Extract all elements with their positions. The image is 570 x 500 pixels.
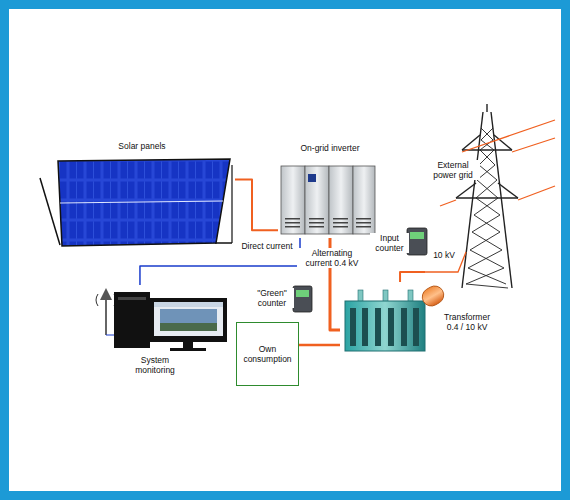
consumption-box: Own consumption xyxy=(236,322,299,386)
node-label: System monitoring xyxy=(123,355,187,375)
node-label: "Green" counter xyxy=(250,288,294,308)
power-tower xyxy=(456,104,518,288)
wire-connector xyxy=(235,180,278,231)
wire-label: 10 kV xyxy=(428,250,460,260)
transformer-symbol xyxy=(345,283,447,351)
power-grid-group: External power grid xyxy=(425,100,525,292)
meter-symbol xyxy=(293,286,312,312)
monitoring-group: System monitoring xyxy=(95,285,230,378)
inverter-cabinet xyxy=(281,166,375,234)
node-label: Own consumption xyxy=(237,342,298,366)
transformer-group: Transformer 0.4 / 10 kV xyxy=(340,282,530,358)
node-label: On-grid inverter xyxy=(283,143,377,153)
computer xyxy=(96,288,227,351)
wire-label: Alternating current 0.4 kV xyxy=(297,248,367,268)
meter-group: Input counter xyxy=(370,224,430,258)
node-label: Solar panels xyxy=(105,141,179,151)
wire-connector xyxy=(400,272,425,282)
wire-label: Direct current xyxy=(236,241,298,251)
wire-connector xyxy=(299,344,340,347)
node-label: Transformer 0.4 / 10 kV xyxy=(438,312,496,332)
wire-connector xyxy=(140,238,300,285)
power-line xyxy=(425,120,555,272)
meter-group: "Green" counter xyxy=(250,284,314,316)
panel-label-group: Solar panels xyxy=(45,140,235,250)
inverter-group: On-grid inverter xyxy=(278,140,378,238)
node-label: Input counter xyxy=(370,233,409,253)
solar-panel xyxy=(40,159,232,246)
meter-symbol xyxy=(407,228,427,255)
node-label: External power grid xyxy=(426,160,480,180)
